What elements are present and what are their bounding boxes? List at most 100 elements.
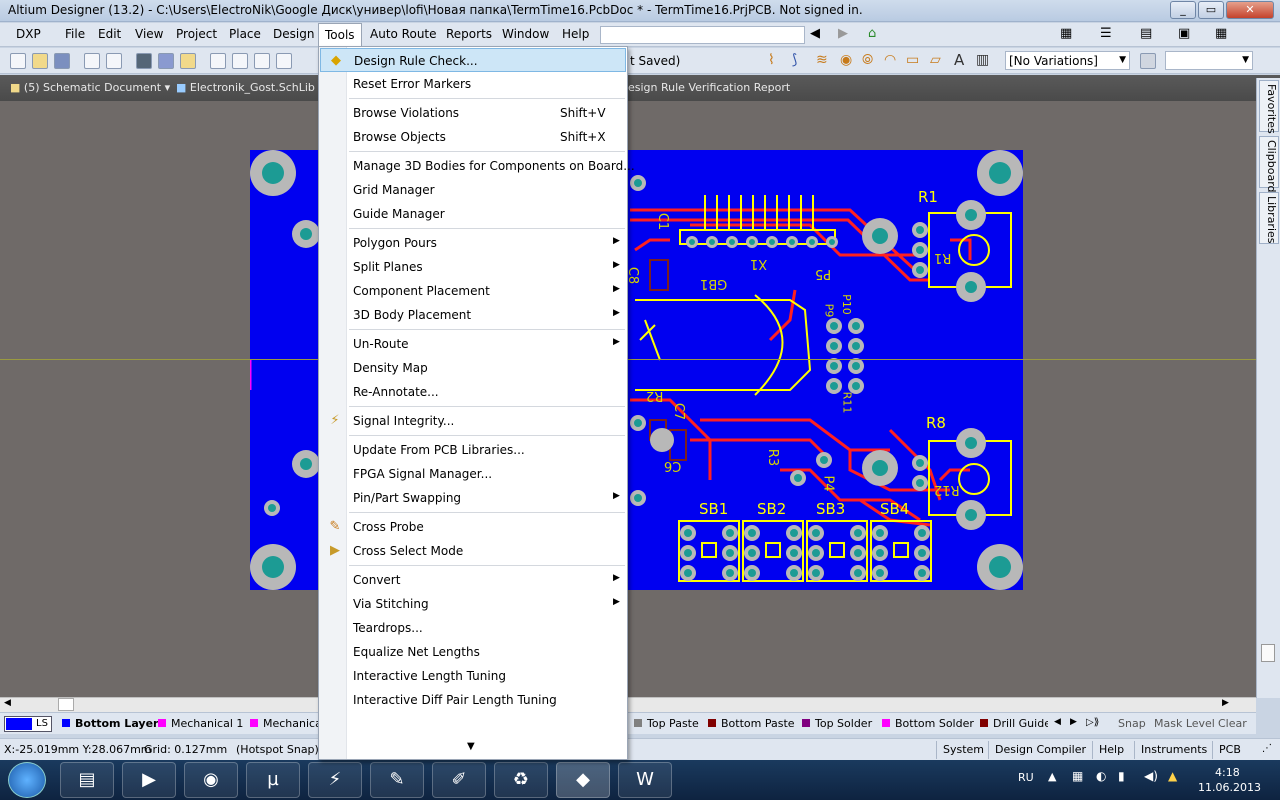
menu-item-update-from-pcb-libraries[interactable]: Update From PCB Libraries... <box>320 438 626 462</box>
filter-combo[interactable]: ▼ <box>1165 51 1253 70</box>
snap-button[interactable]: Snap <box>1118 717 1146 730</box>
menu-item-signal-integrity[interactable]: ⚡Signal Integrity... <box>320 409 626 433</box>
diff-pair-icon[interactable]: ≋ <box>816 52 828 68</box>
menu-window[interactable]: Window <box>502 27 550 41</box>
instruments-panel-button[interactable]: Instruments <box>1134 741 1213 759</box>
menu-help[interactable]: Help <box>562 27 590 41</box>
layer-tab-drill-guide[interactable]: Drill Guide <box>980 717 1048 730</box>
pad[interactable] <box>826 358 842 374</box>
pad-icon[interactable]: ⦾ <box>862 52 874 68</box>
menu-edit[interactable]: Edit <box>98 27 122 41</box>
media-player-icon[interactable]: ▶ <box>122 762 176 798</box>
mounting-hole[interactable] <box>977 544 1023 590</box>
pad[interactable] <box>726 236 738 248</box>
layer-tab-bottom-solder[interactable]: Bottom Solder <box>882 717 974 730</box>
menu-item-3d-body-placement[interactable]: 3D Body Placement▶ <box>320 303 626 327</box>
altium-icon[interactable]: ◆ <box>556 762 610 798</box>
recycle-app-icon[interactable]: ♻ <box>494 762 548 798</box>
layer-tab-bottom-paste[interactable]: Bottom Paste <box>708 717 795 730</box>
start-button[interactable] <box>8 762 46 798</box>
drawing-app-icon[interactable]: ✐ <box>432 762 486 798</box>
menu-file[interactable]: File <box>65 27 86 41</box>
pad[interactable] <box>264 500 280 516</box>
board-icon[interactable] <box>158 53 174 69</box>
menu-item-density-map[interactable]: Density Map <box>320 356 626 380</box>
close-window-button[interactable]: ✕ <box>1226 1 1274 19</box>
pad[interactable] <box>744 565 760 581</box>
pad[interactable] <box>722 545 738 561</box>
pad[interactable] <box>706 236 718 248</box>
menu-item-pin-part-swapping[interactable]: Pin/Part Swapping▶ <box>320 486 626 510</box>
vertical-scroll-thumb[interactable] <box>1261 644 1275 662</box>
maximize-button[interactable]: ▭ <box>1198 1 1224 19</box>
pot-pad[interactable] <box>956 272 986 302</box>
back-icon[interactable]: ◀ <box>810 26 820 41</box>
input-language[interactable]: RU <box>1018 771 1034 784</box>
pad[interactable] <box>722 565 738 581</box>
menu-dxp[interactable]: DXP <box>16 27 41 41</box>
volume-icon[interactable]: ◀) <box>1144 769 1158 783</box>
menu-item-manage-3d-bodies-for-components-on-board[interactable]: Manage 3D Bodies for Components on Board… <box>320 154 635 178</box>
pad[interactable] <box>914 545 930 561</box>
layer-scroll-left-icon[interactable]: ◀ <box>1054 717 1061 727</box>
pad[interactable] <box>826 318 842 334</box>
align-icon[interactable]: ▤ <box>1140 26 1153 41</box>
menu-item-un-route[interactable]: Un-Route▶ <box>320 332 626 356</box>
clock-date[interactable]: 11.06.2013 <box>1198 781 1261 794</box>
pot-pad[interactable] <box>956 200 986 230</box>
menu-item-via-stitching[interactable]: Via Stitching▶ <box>320 592 626 616</box>
menu-item-re-annotate[interactable]: Re-Annotate... <box>320 380 626 404</box>
mounting-hole[interactable] <box>250 150 296 196</box>
pad[interactable] <box>872 565 888 581</box>
folder-icon[interactable] <box>180 53 196 69</box>
pad[interactable] <box>786 525 802 541</box>
menu-project[interactable]: Project <box>176 27 218 41</box>
tab-drc-report[interactable]: esign Rule Verification Report <box>628 81 791 94</box>
tab-clipboard[interactable]: Clipboard <box>1259 136 1279 193</box>
pad[interactable] <box>806 236 818 248</box>
pad[interactable] <box>630 415 646 431</box>
pad[interactable] <box>826 236 838 248</box>
menu-auto-route[interactable]: Auto Route <box>370 27 437 41</box>
design-compiler-panel-button[interactable]: Design Compiler <box>988 741 1092 759</box>
menu-item-cross-probe[interactable]: ✎Cross Probe <box>320 515 626 539</box>
menu-item-equalize-net-lengths[interactable]: Equalize Net Lengths <box>320 640 626 664</box>
pad[interactable] <box>808 545 824 561</box>
tab-favorites[interactable]: Favorites <box>1259 80 1279 134</box>
layer-stack-icon[interactable] <box>136 53 152 69</box>
variant-icon[interactable] <box>1140 53 1156 69</box>
pad[interactable] <box>912 242 928 258</box>
current-layer-indicator[interactable]: LS <box>4 716 52 732</box>
pad[interactable] <box>680 545 696 561</box>
layer-tab-mechanical-1[interactable]: Mechanical 1 <box>158 717 243 730</box>
scroll-thumb[interactable] <box>58 698 74 711</box>
pad[interactable] <box>914 565 930 581</box>
network-icon[interactable]: ▮ <box>1118 769 1125 783</box>
layer-tab-top-paste[interactable]: Top Paste <box>634 717 699 730</box>
pcb-panel-button[interactable]: PCB <box>1212 741 1247 759</box>
mounting-hole[interactable] <box>292 220 320 248</box>
pen-app-icon[interactable]: ✎ <box>370 762 424 798</box>
pad[interactable] <box>914 525 930 541</box>
chart-icon[interactable]: ▦ <box>1060 26 1073 41</box>
horizontal-scrollbar[interactable]: ▶ ◀ <box>0 697 1256 712</box>
tray-app-icon[interactable]: ▦ <box>1072 769 1084 783</box>
pad[interactable] <box>826 338 842 354</box>
menu-item-grid-manager[interactable]: Grid Manager <box>320 178 626 202</box>
pot-pad[interactable] <box>956 428 986 458</box>
pad[interactable] <box>816 452 832 468</box>
arc-icon[interactable]: ◠ <box>884 52 897 68</box>
pad[interactable] <box>686 236 698 248</box>
pad[interactable] <box>912 455 928 471</box>
pad[interactable] <box>850 565 866 581</box>
menu-item-fpga-signal-manager[interactable]: FPGA Signal Manager... <box>320 462 626 486</box>
utorrent-icon[interactable]: µ <box>246 762 300 798</box>
component-icon[interactable]: ▥ <box>976 52 990 68</box>
grid-icon[interactable]: ▦ <box>1215 26 1228 41</box>
menu-item-cross-select-mode[interactable]: ▶Cross Select Mode <box>320 539 626 563</box>
menu-scroll-down-icon[interactable]: ▼ <box>467 741 475 752</box>
clock-time[interactable]: 4:18 <box>1215 766 1240 779</box>
menu-item-interactive-diff-pair-length-tuning[interactable]: Interactive Diff Pair Length Tuning <box>320 688 626 712</box>
help-panel-button[interactable]: Help <box>1092 741 1130 759</box>
